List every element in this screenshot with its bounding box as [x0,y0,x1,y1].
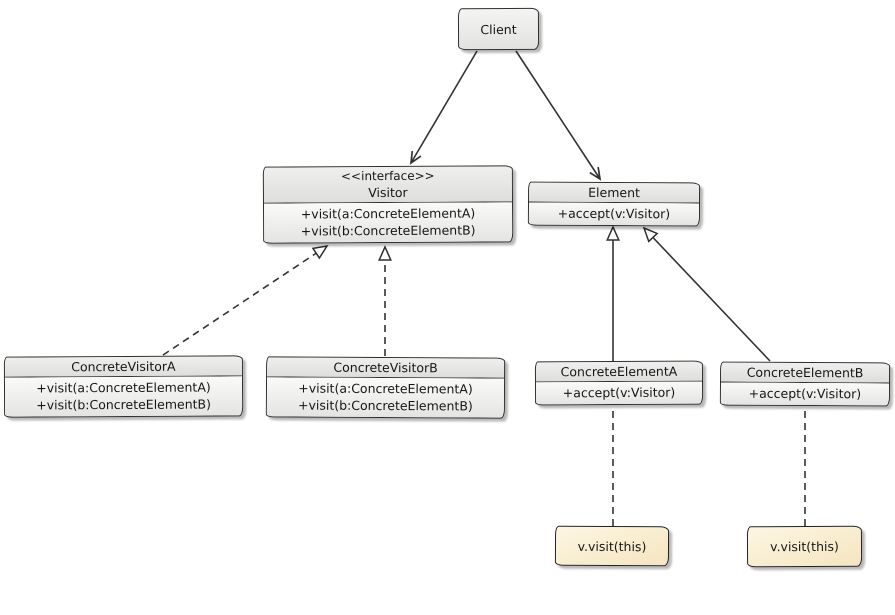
class-methods-concrete-visitor-a: +visit(a:ConcreteElementA) +visit(b:Conc… [4,376,243,417]
method-label: +visit(b:ConcreteElementB) [297,397,473,414]
class-methods-visitor: +visit(a:ConcreteElementA) +visit(b:Conc… [263,202,513,243]
class-name-client: Client [480,21,517,37]
method-label: +visit(a:ConcreteElementA) [300,205,476,222]
method-label: +visit(a:ConcreteElementA) [298,380,473,397]
method-label: +visit(b:ConcreteElementB) [36,396,212,413]
class-box-concrete-element-a[interactable]: ConcreteElementA +accept(v:Visitor) [534,360,704,406]
method-label: +accept(v:Visitor) [748,385,862,402]
class-header-concrete-visitor-b: ConcreteVisitorB [267,357,505,379]
note-text: v.visit(this) [577,538,647,554]
class-name-concrete-element-b: ConcreteElementB [746,364,864,381]
edge-concretevisitora-realizes-visitor [162,244,329,356]
method-label: +visit(a:ConcreteElementA) [36,379,211,396]
class-box-client[interactable]: Client [457,7,540,51]
note-box-b[interactable]: v.visit(this) [746,525,863,568]
note-box-a[interactable]: v.visit(this) [554,525,670,567]
class-header-concrete-visitor-a: ConcreteVisitorA [4,356,242,378]
class-header-concrete-element-b: ConcreteElementB [721,362,890,384]
edge-client-to-element [515,50,602,181]
class-methods-concrete-visitor-b: +visit(a:ConcreteElementA) +visit(b:Conc… [266,377,505,418]
class-name-concrete-visitor-a: ConcreteVisitorA [71,358,176,375]
method-label: +accept(v:Visitor) [562,384,676,401]
stereotype-label: <<interface>> [340,168,435,184]
method-label: +visit(b:ConcreteElementB) [300,222,476,239]
class-methods-concrete-element-b: +accept(v:Visitor) [720,382,890,406]
edge-client-to-visitor [409,50,478,165]
class-name-element: Element [588,184,640,201]
class-box-element[interactable]: Element +accept(v:Visitor) [527,181,701,227]
class-methods-concrete-element-a: +accept(v:Visitor) [535,381,703,405]
class-box-concrete-visitor-a[interactable]: ConcreteVisitorA +visit(a:ConcreteElemen… [3,355,244,418]
class-box-concrete-visitor-b[interactable]: ConcreteVisitorB +visit(a:ConcreteElemen… [265,356,506,419]
edge-concreteelementb-extends-element [642,226,771,362]
class-box-concrete-element-b[interactable]: ConcreteElementB +accept(v:Visitor) [719,361,891,407]
note-text: v.visit(this) [770,538,839,555]
class-name-visitor: Visitor [368,184,408,201]
class-methods-element: +accept(v:Visitor) [528,202,700,226]
class-header-visitor: <<interface>> Visitor [263,166,512,204]
method-label: +accept(v:Visitor) [557,205,671,222]
class-header-concrete-element-a: ConcreteElementA [535,361,702,383]
class-header-element: Element [529,182,700,204]
class-name-concrete-visitor-b: ConcreteVisitorB [333,359,438,376]
class-name-concrete-element-a: ConcreteElementA [560,363,678,380]
class-box-visitor[interactable]: <<interface>> Visitor +visit(a:ConcreteE… [262,165,514,244]
